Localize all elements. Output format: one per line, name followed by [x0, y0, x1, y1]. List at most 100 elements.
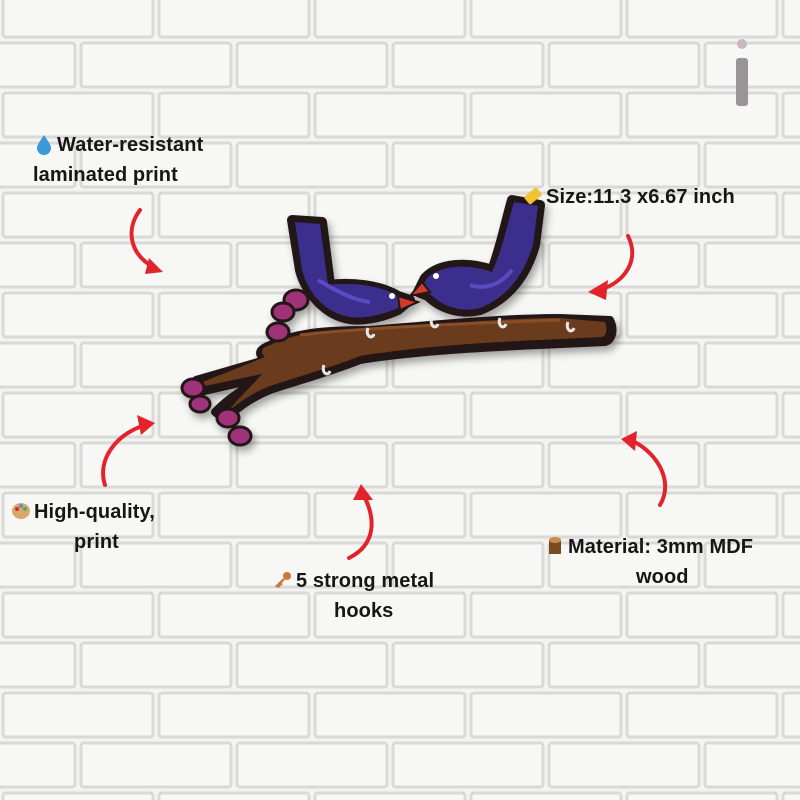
feature-water-resistant: Water-resistant laminated print — [33, 130, 203, 190]
brick — [1, 791, 155, 800]
brick — [703, 241, 800, 289]
brick — [79, 541, 233, 589]
brick — [313, 0, 467, 39]
brick — [313, 791, 467, 800]
material-label-line-2: wood — [636, 566, 689, 588]
flowers — [180, 288, 310, 447]
brick — [1, 191, 155, 239]
brick — [469, 691, 623, 739]
water-drop-icon — [37, 135, 51, 155]
brick — [469, 391, 623, 439]
brick — [391, 741, 545, 789]
brick — [157, 491, 311, 539]
right-bird — [407, 195, 545, 317]
arrow-water — [129, 208, 163, 274]
brick — [781, 391, 800, 439]
brick — [625, 191, 779, 239]
print-label-line-2: print — [74, 531, 119, 553]
brick — [625, 391, 779, 439]
brick — [313, 691, 467, 739]
brick — [547, 241, 701, 289]
brick — [547, 541, 701, 589]
brick — [79, 741, 233, 789]
brick — [1, 291, 155, 339]
brick — [79, 441, 233, 489]
brick — [313, 191, 467, 239]
brick — [313, 591, 467, 639]
wood-log-icon — [549, 537, 561, 554]
brick — [313, 91, 467, 139]
brick — [0, 641, 77, 689]
brick — [79, 141, 233, 189]
brick — [79, 341, 233, 389]
palette-icon — [12, 503, 30, 519]
water-label-line-2: laminated print — [33, 164, 178, 186]
brick — [1, 391, 155, 439]
brick — [703, 641, 800, 689]
brick — [625, 0, 779, 39]
brick — [0, 341, 77, 389]
print-label-line-1: High-quality, — [34, 501, 155, 523]
brick — [1, 591, 155, 639]
brick — [469, 491, 623, 539]
brick — [547, 141, 701, 189]
brick — [1, 691, 155, 739]
size-label: Size:11.3 x6.67 inch — [546, 186, 735, 208]
brick — [781, 191, 800, 239]
hooks-label-line-1: 5 strong metal — [296, 570, 435, 592]
brick — [0, 441, 77, 489]
brick — [469, 0, 623, 39]
brick — [0, 741, 77, 789]
brick — [157, 691, 311, 739]
brick — [313, 491, 467, 539]
arrow-material — [621, 431, 668, 507]
material-label-line-1: Material: 3mm MDF — [568, 536, 754, 558]
brick — [703, 341, 800, 389]
brick — [1, 91, 155, 139]
brick — [469, 591, 623, 639]
brick — [235, 141, 389, 189]
hooks-label-line-2: hooks — [334, 600, 394, 622]
brick — [547, 741, 701, 789]
brick — [547, 641, 701, 689]
brick — [235, 541, 389, 589]
brick — [235, 741, 389, 789]
brick — [625, 591, 779, 639]
brick — [703, 141, 800, 189]
brick — [703, 41, 800, 89]
brick — [469, 791, 623, 800]
brick — [391, 441, 545, 489]
brick — [781, 591, 800, 639]
brick — [469, 91, 623, 139]
brick — [157, 591, 311, 639]
feature-size: Size:11.3 x6.67 inch — [522, 182, 735, 212]
brick — [625, 491, 779, 539]
brick — [0, 241, 77, 289]
left-bird — [287, 215, 421, 325]
key-icon — [275, 572, 291, 588]
brick — [1, 491, 155, 539]
brick — [0, 41, 77, 89]
brick — [157, 0, 311, 39]
brick — [79, 641, 233, 689]
brick — [781, 291, 800, 339]
brick — [157, 191, 311, 239]
ruler-icon — [524, 187, 542, 205]
brick — [391, 541, 545, 589]
brick — [547, 41, 701, 89]
brick — [781, 691, 800, 739]
brick — [703, 441, 800, 489]
brick — [0, 541, 77, 589]
brick — [391, 641, 545, 689]
brick — [391, 141, 545, 189]
arrow-print — [101, 415, 155, 487]
brick — [235, 441, 389, 489]
brick — [235, 41, 389, 89]
brick — [157, 91, 311, 139]
brick — [703, 541, 800, 589]
brick — [235, 641, 389, 689]
brick — [547, 341, 701, 389]
brick — [79, 41, 233, 89]
brick — [157, 791, 311, 800]
